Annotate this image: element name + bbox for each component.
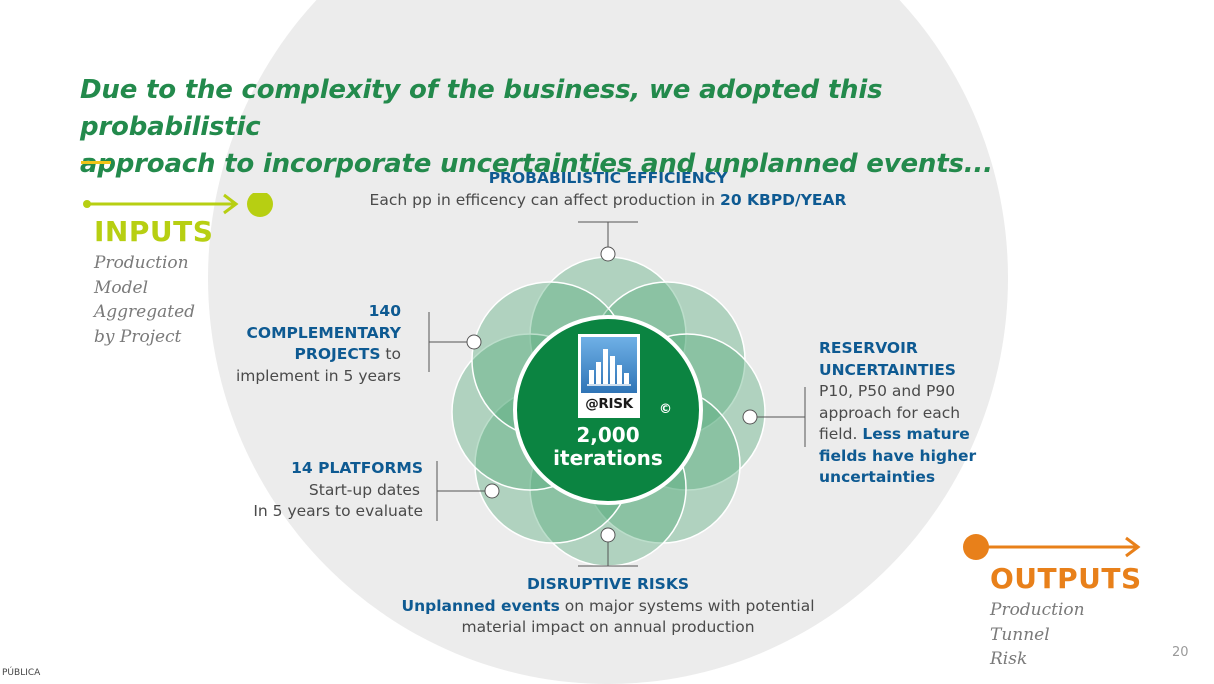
disruptive-line2: material impact on annual production <box>461 618 755 636</box>
efficiency-text: Each pp in efficency can affect producti… <box>330 190 886 212</box>
inputs-item: Aggregated <box>94 302 196 322</box>
connector-node-platforms <box>484 483 500 499</box>
reservoir-line6: fields have higher <box>819 446 977 465</box>
reservoir-line7: uncertainties <box>819 468 936 486</box>
inputs-item: Model <box>94 277 149 298</box>
disruptive-block: DISRUPTIVE RISKS Unplanned events on maj… <box>360 574 856 639</box>
efficiency-block: PROBABILISTIC EFFICIENCY Each pp in effi… <box>330 168 886 211</box>
projects-count: 140 <box>368 302 401 320</box>
inputs-list: Production Model Aggregated by Project <box>94 251 195 349</box>
histogram-icon <box>581 337 637 393</box>
outputs-list: Production Tunnel Risk <box>990 598 1085 672</box>
platforms-line1: Start-up dates <box>308 480 420 499</box>
connector-node-reservoir <box>742 409 758 425</box>
connector-node-top <box>600 246 616 262</box>
iterations-label: 2,000 iterations <box>548 424 668 470</box>
outputs-item: Risk <box>990 649 1028 669</box>
projects-heading-bold: PROJECTS <box>294 345 381 363</box>
inputs-item: by Project <box>94 326 182 347</box>
page-number: 20 <box>1172 645 1189 660</box>
reservoir-line4: approach for each <box>819 403 961 422</box>
efficiency-highlight: 20 KBPD/YEAR <box>720 190 847 209</box>
risk-logo: @RISK <box>578 334 640 418</box>
reservoir-line5: field. Less mature <box>819 424 999 446</box>
connector-node-projects <box>466 334 482 350</box>
reservoir-heading-1: RESERVOIR <box>819 339 918 357</box>
connector-node-bottom <box>600 527 616 543</box>
reservoir-block: RESERVOIR UNCERTAINTIES P10, P50 and P90… <box>819 338 999 489</box>
title-line-1: Due to the complexity of the business, w… <box>80 75 883 142</box>
reservoir-line5-plain: field. <box>819 425 863 443</box>
outputs-heading: OUTPUTS <box>990 562 1142 595</box>
inputs-item: Production <box>94 253 189 273</box>
inputs-arrow-icon <box>83 193 273 217</box>
platforms-block: 14 PLATFORMS Start-up dates In 5 years t… <box>223 458 423 523</box>
reservoir-heading-2: UNCERTAINTIES <box>819 360 956 379</box>
inputs-heading: INPUTS <box>94 215 214 248</box>
projects-line4: implement in 5 years <box>235 366 401 385</box>
copyright-symbol: © <box>659 402 672 417</box>
iterations-count: 2,000 <box>576 423 640 447</box>
projects-line3-rest: to <box>380 345 401 363</box>
efficiency-heading: PROBABILISTIC EFFICIENCY <box>488 169 728 187</box>
projects-heading: COMPLEMENTARY <box>246 323 401 342</box>
title-line-2: approach to incorporate uncertainties an… <box>80 149 993 179</box>
disruptive-heading: DISRUPTIVE RISKS <box>526 575 690 593</box>
platforms-line2: In 5 years to evaluate <box>253 502 423 520</box>
outputs-arrow-icon <box>963 534 1141 560</box>
classification-label: PÚBLICA <box>2 668 41 678</box>
efficiency-text-plain: Each pp in efficency can affect producti… <box>369 190 721 209</box>
platforms-heading: 14 PLATFORMS <box>291 459 423 477</box>
outputs-item: Tunnel <box>990 624 1050 645</box>
projects-line3: PROJECTS to <box>200 344 401 366</box>
logo-text: @RISK <box>585 396 633 412</box>
reservoir-line3: P10, P50 and P90 <box>819 382 956 400</box>
disruptive-line1-rest: on major systems with potential <box>559 596 815 615</box>
projects-block: 140 COMPLEMENTARY PROJECTS to implement … <box>200 301 401 387</box>
title-accent-bar <box>81 161 111 164</box>
disruptive-line1-bold: Unplanned events <box>401 596 560 615</box>
reservoir-line5-bold: Less mature <box>862 425 970 443</box>
slide-title: Due to the complexity of the business, w… <box>80 72 1040 183</box>
iterations-word: iterations <box>553 446 663 470</box>
disruptive-line1: Unplanned events on major systems with p… <box>360 596 856 618</box>
outputs-item: Production <box>990 600 1085 620</box>
